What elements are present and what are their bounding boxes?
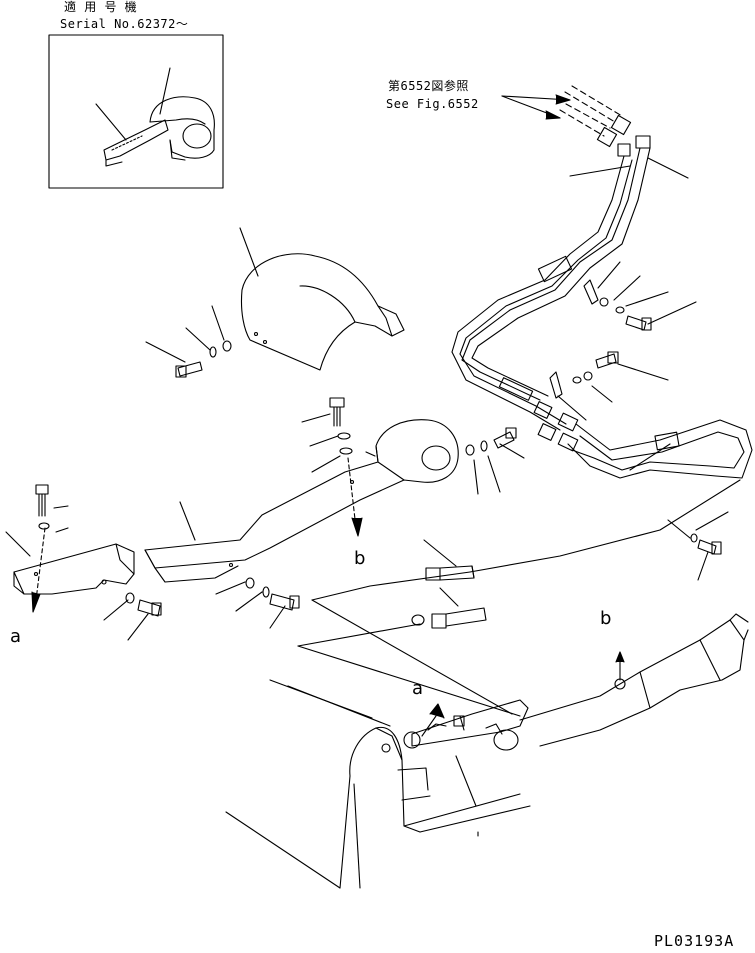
reference-en-label: See Fig.6552 — [386, 97, 479, 111]
connecting-rods — [297, 479, 741, 717]
upper-cover-bolts — [145, 305, 232, 378]
marker-a-left: a — [10, 626, 22, 647]
upper-cover — [239, 227, 405, 371]
main-guard — [144, 419, 459, 583]
inset-detail — [48, 34, 224, 189]
drawing-code: PL03193A — [654, 932, 735, 950]
hydraulic-lines — [451, 85, 753, 479]
inset-serial-label: Serial No.62372～ — [60, 17, 189, 31]
center-bolts — [465, 427, 729, 581]
boom-assembly — [225, 613, 749, 889]
marker-b-right: b — [600, 608, 612, 629]
inset-applicable-label: 適 用 号 機 — [64, 0, 138, 14]
left-guard — [5, 484, 162, 641]
reference-jp-label: 第6552図参照 — [388, 79, 469, 93]
guard-lower-bolts — [215, 577, 300, 629]
marker-a-bottom: a — [412, 678, 424, 699]
marker-b-left: b — [354, 548, 366, 569]
guard-top-bolt — [301, 397, 363, 537]
